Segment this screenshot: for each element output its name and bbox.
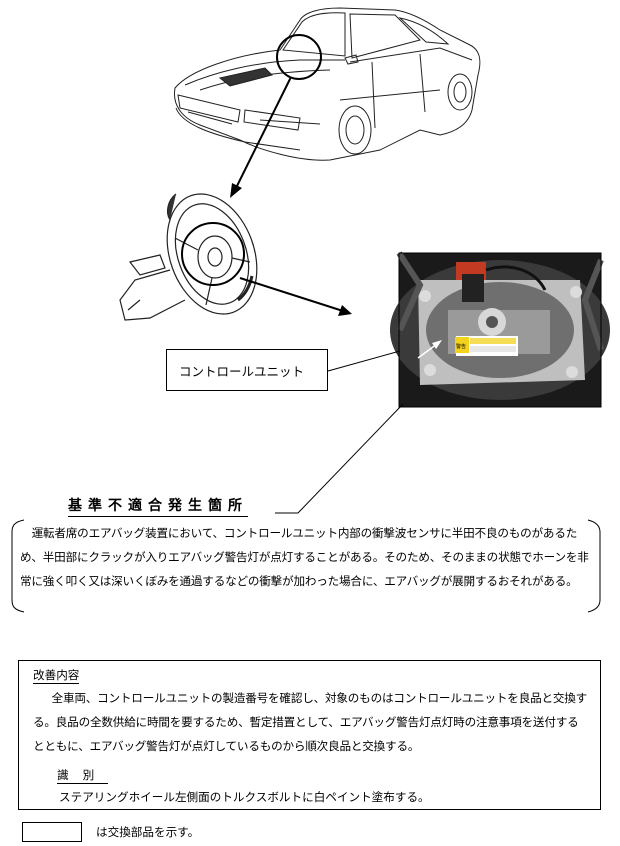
arrowhead-wheel — [230, 183, 242, 198]
defect-section-title: 基準不適合発生箇所 — [68, 495, 248, 517]
legend-swatch — [22, 822, 82, 842]
remedy-text: 全車両、コントロールユニットの製造番号を確認し、対象のものはコントロールユニット… — [33, 691, 588, 753]
photo-pointer-arrow — [417, 343, 438, 359]
legend-text: は交換部品を示す。 — [96, 825, 200, 839]
control-unit-label: コントロールユニット — [166, 349, 328, 391]
arrow-wheel-to-photo — [239, 277, 344, 312]
identification-text: ステアリングホイール左側面のトルクスボルトに白ペイント塗布する。 — [59, 790, 430, 804]
highlight-circle-car — [276, 34, 322, 80]
control-unit-photo: 警告 — [390, 251, 610, 408]
remedy-title: 改善内容 — [33, 668, 80, 684]
description-bracket-right — [587, 519, 601, 613]
photo-to-title-leader — [297, 403, 404, 514]
defect-description: 運転者席のエアバッグ装置において、コントロールユニット内部の衝撃波センサに半田不… — [20, 526, 589, 588]
steering-wheel-illustration — [119, 193, 258, 321]
description-bracket-left — [11, 519, 25, 613]
car-illustration — [173, 7, 481, 161]
remedy-box: 改善内容 全車両、コントロールユニットの製造番号を確認し、対象のものはコントロー… — [18, 660, 601, 810]
photo-sticker-text: 警告 — [456, 343, 466, 350]
control-unit-label-text: コントロールユニット — [179, 363, 305, 379]
label-leader-line — [327, 350, 401, 372]
arrow-car-to-wheel — [235, 76, 292, 189]
photo-pointer-arrowhead — [432, 340, 442, 349]
identification-title: 識別 — [57, 768, 109, 784]
arrowhead-photo — [338, 305, 352, 316]
highlight-circle-wheel — [181, 222, 245, 286]
